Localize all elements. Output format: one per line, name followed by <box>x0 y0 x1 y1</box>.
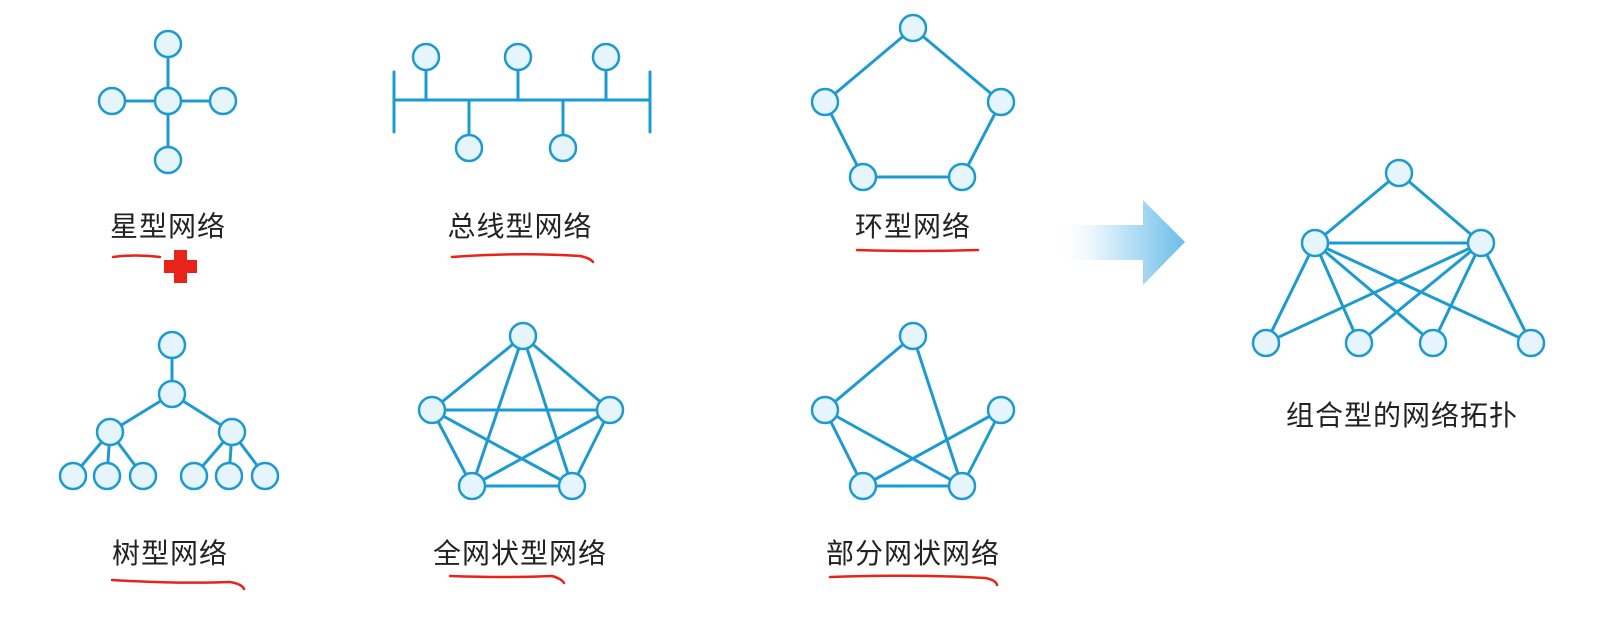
star-node <box>153 86 183 116</box>
bus-node <box>454 133 484 163</box>
label-combined-topology: 组合型的网络拓扑 <box>1285 399 1519 432</box>
ring-edge <box>911 26 1003 104</box>
mesh-edge <box>430 408 574 488</box>
annotations <box>110 200 1185 591</box>
part-node <box>947 471 977 501</box>
label-tree-network: 树型网络 <box>111 537 229 570</box>
combo-node <box>1300 228 1330 258</box>
combo-node <box>1344 328 1374 358</box>
label-bus-network: 总线型网络 <box>447 210 593 243</box>
combo-node <box>1516 328 1546 358</box>
ring-node <box>947 162 977 192</box>
plus-icon <box>164 250 197 283</box>
label-ring-network: 环型网络 <box>854 210 972 243</box>
tree-node <box>214 461 244 491</box>
combo-edge <box>1264 241 1483 345</box>
bus-node <box>591 42 621 72</box>
mesh-node <box>557 471 587 501</box>
ring-node <box>898 13 928 43</box>
star-node <box>97 86 127 116</box>
part-node <box>898 321 928 351</box>
arrow-right-icon <box>1055 200 1185 285</box>
tree-node <box>157 379 187 409</box>
mesh-edge <box>430 334 525 412</box>
mesh-node <box>508 321 538 351</box>
combo-edge <box>1479 241 1533 345</box>
combo-node <box>1418 328 1448 358</box>
label-full-mesh-network: 全网状型网络 <box>432 537 608 570</box>
ring-node <box>810 87 840 117</box>
mesh-node <box>595 395 625 425</box>
combo-node <box>1251 328 1281 358</box>
underline-ring <box>855 248 980 253</box>
part-node <box>986 395 1016 425</box>
tree-node <box>128 461 158 491</box>
combo-edge <box>1313 241 1533 345</box>
mesh-edge <box>521 334 612 412</box>
part-edge <box>861 408 1003 488</box>
tree-node <box>250 461 280 491</box>
star-node <box>153 145 183 175</box>
star-node <box>153 29 183 59</box>
tree-node <box>58 461 88 491</box>
tree-node <box>92 461 122 491</box>
tree-node <box>157 330 187 360</box>
label-star-network: 星型网络 <box>109 210 227 243</box>
bus-node <box>411 42 441 72</box>
part-edge <box>911 334 964 488</box>
star-node <box>208 86 238 116</box>
combo-node <box>1384 158 1414 188</box>
combo-edge <box>1313 171 1401 245</box>
combo-edge <box>1397 171 1483 245</box>
ring-node <box>848 162 878 192</box>
combo-edge <box>1357 241 1483 345</box>
mesh-node <box>417 395 447 425</box>
mesh-edge <box>470 408 612 488</box>
topology-nodes <box>58 13 1546 501</box>
combo-edge <box>1431 241 1483 345</box>
ring-edge <box>823 26 915 104</box>
underline-bus <box>450 252 595 264</box>
mesh-node <box>457 471 487 501</box>
ring-node <box>986 87 1016 117</box>
tree-node <box>95 417 125 447</box>
part-node <box>810 395 840 425</box>
underline-full-mesh <box>448 574 566 585</box>
underline-star <box>111 254 162 259</box>
underline-partial-mesh <box>828 574 999 587</box>
combo-node <box>1466 228 1496 258</box>
bus-node <box>503 42 533 72</box>
combo-edge <box>1264 241 1317 345</box>
label-partial-mesh-network: 部分网状网络 <box>825 537 1001 570</box>
part-edge <box>823 408 964 488</box>
tree-node <box>179 461 209 491</box>
combo-edge <box>1313 241 1361 345</box>
part-node <box>848 471 878 501</box>
bus-node <box>548 133 578 163</box>
underline-tree <box>110 578 246 591</box>
part-edge <box>823 334 915 412</box>
tree-node <box>217 417 247 447</box>
mesh-edge <box>430 408 474 488</box>
